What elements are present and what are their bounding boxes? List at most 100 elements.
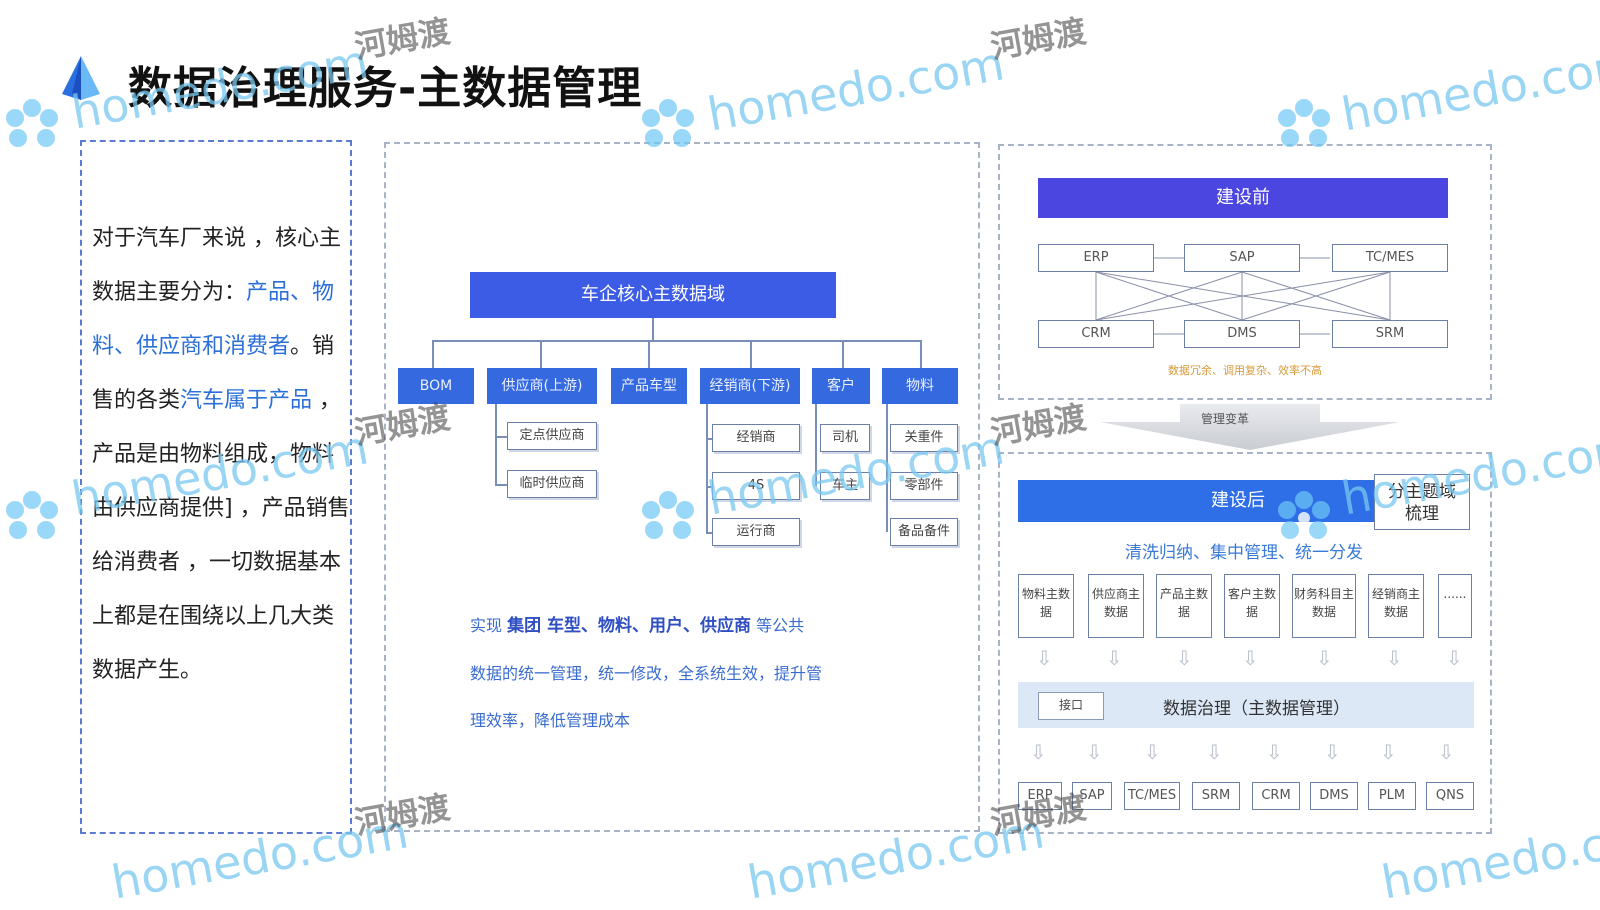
after-system-qns: QNS [1426,782,1474,810]
sub-driver: 司机 [820,424,870,452]
down-arrow-icon: ⇩ [1106,646,1123,670]
before-header: 建设前 [1038,178,1448,218]
master-more: ...... [1438,574,1472,638]
desc-segment: 。销售的各类 [92,334,335,413]
tree-connector [706,532,712,534]
root-domain-box: 车企核心主数据域 [470,272,836,318]
pyramid-logo-icon [62,56,100,100]
before-system-srm: SRM [1332,320,1448,348]
watermark-cn: 河姆渡 [987,11,1089,67]
after-system-sap: SAP [1072,782,1112,810]
down-arrow-icon: ⇩ [1144,740,1161,764]
watermark-flower-icon [642,99,694,147]
master-material: 物料主数据 [1018,574,1074,638]
tree-connector [495,436,507,438]
tree-connector [815,404,817,486]
desc-prefix: 实现 [470,616,503,635]
sub-temp-supplier: 临时供应商 [507,470,597,498]
down-arrow-icon: ⇩ [1036,646,1053,670]
down-arrow-icon: ⇩ [1266,740,1283,764]
before-system-sap: SAP [1184,244,1300,272]
master-dealer: 经销商主数据 [1368,574,1424,638]
down-arrow-icon: ⇩ [1438,740,1455,764]
master-customer: 客户主数据 [1224,574,1280,638]
before-note: 数据冗余、调用复杂、效率不高 [1168,364,1322,377]
tree-connector [495,404,497,484]
sub-operator: 运行商 [712,518,800,546]
desc-line-2: 数据的统一管理，统一修改，全系统生效，提升管 [470,664,823,683]
sub-owner: 车主 [820,472,870,500]
category-supplier: 供应商(上游) [487,368,597,404]
sub-spare-parts: 备品备件 [890,518,958,546]
tree-connector [540,340,542,368]
after-slogan: 清洗归纳、集中管理、统一分发 [1125,543,1363,563]
sub-dealer: 经销商 [712,424,800,452]
after-system-tcmes: TC/MES [1124,782,1180,810]
after-system-plm: PLM [1368,782,1416,810]
down-arrow-icon: ⇩ [1324,740,1341,764]
after-system-srm: SRM [1192,782,1240,810]
tree-connector [920,340,922,368]
down-arrow-icon: ⇩ [1380,740,1397,764]
desc-segment: 对于汽车厂来说 ，核心主数据主要分为： [92,226,341,305]
tree-connector [652,318,654,340]
desc-line-1: 实现 集团 车型、物料、用户、供应商 等公共 [470,602,890,650]
before-system-dms: DMS [1184,320,1300,348]
before-system-crm: CRM [1038,320,1154,348]
down-arrow-icon: ⇩ [1446,646,1463,670]
tree-connector [886,404,888,532]
watermark-cn: 河姆渡 [351,787,453,843]
desc-line-3: 理效率，降低管理成本 [470,711,631,730]
desc-mid: 等公共 [756,616,805,635]
down-arrow-icon: ⇩ [1176,646,1193,670]
down-arrow-icon: ⇩ [1386,646,1403,670]
tree-connector [842,340,844,368]
category-material: 物料 [882,368,958,404]
watermark-brand: homedo.com [703,36,1009,142]
tree-connector [706,438,712,440]
interface-box: 接口 [1038,692,1104,720]
category-bom: BOM [398,368,474,404]
left-description-text: 对于汽车厂来说 ，核心主数据主要分为：产品、物料、供应商和消费者。销售的各类汽车… [92,212,354,698]
middle-description: 实现 集团 车型、物料、用户、供应商 等公共 数据的统一管理，统一修改，全系统生… [470,602,890,744]
tree-connector [432,340,920,342]
after-system-erp: ERP [1018,782,1062,810]
tree-connector [750,340,752,368]
watermark-flower-icon [1278,99,1330,147]
watermark-brand: homedo.com [1337,36,1600,142]
tree-connector [706,404,708,532]
before-system-tcmes: TC/MES [1332,244,1448,272]
category-dealer: 经销商(下游) [700,368,800,404]
watermark-brand: homedo.com [67,34,373,140]
watermark-cn: 河姆渡 [987,397,1089,453]
transition-arrow-icon [1100,404,1400,450]
tree-connector [495,484,507,486]
sub-key-parts: 关重件 [890,424,958,452]
down-arrow-icon: ⇩ [1206,740,1223,764]
tree-connector [648,340,650,368]
sub-fixed-supplier: 定点供应商 [507,422,597,450]
desc-highlight: 产品、物料、供应商和消费者 [92,280,335,359]
governance-label: 数据治理（主数据管理） [1163,699,1350,719]
desc-bold: 集团 车型、物料、用户、供应商 [507,616,752,636]
before-cross-links [1095,257,1391,335]
sub-components: 零部件 [890,472,958,500]
after-system-crm: CRM [1252,782,1300,810]
before-system-erp: ERP [1038,244,1154,272]
master-finance: 财务科目主数据 [1292,574,1356,638]
transition-label: 管理变革 [1200,412,1249,426]
page-title: 数据治理服务-主数据管理 [128,63,643,114]
down-arrow-icon: ⇩ [1086,740,1103,764]
desc-highlight: 汽车属于产品 [180,388,313,413]
master-product: 产品主数据 [1156,574,1212,638]
down-arrow-icon: ⇩ [1316,646,1333,670]
watermark-flower-icon [6,491,58,539]
category-product-model: 产品车型 [611,368,687,404]
after-system-dms: DMS [1310,782,1358,810]
tree-connector [706,486,712,488]
watermark-flower-icon [642,491,694,539]
after-panel [998,452,1492,834]
governance-band: 接口 数据治理（主数据管理） [1018,682,1474,728]
down-arrow-icon: ⇩ [1030,740,1047,764]
watermark-flower-icon [6,99,58,147]
